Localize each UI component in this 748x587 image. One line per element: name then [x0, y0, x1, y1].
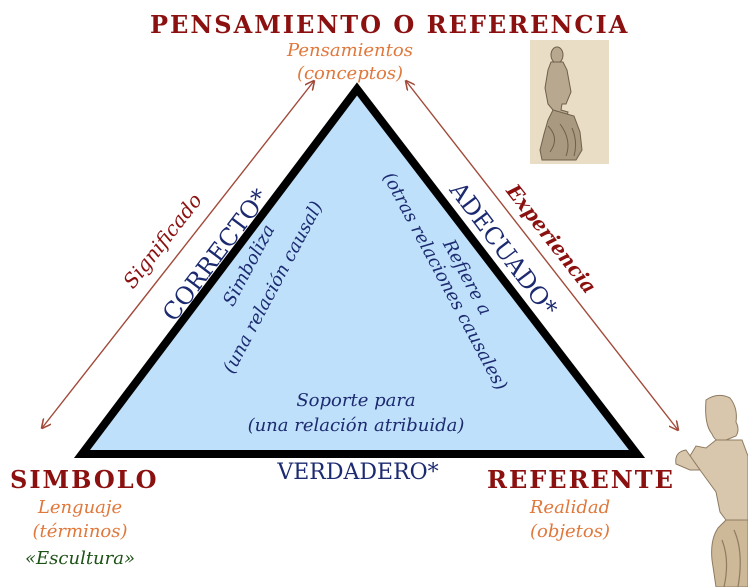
triangle [73, 82, 646, 458]
right-subtitle-2: (objetos) [530, 521, 610, 542]
left-double-arrow [42, 81, 314, 428]
left-subtitle-3: «Escultura» [25, 548, 135, 569]
top-subtitle-1: Pensamientos [287, 40, 413, 61]
right-double-arrow [406, 81, 678, 430]
top-subtitle-2: (conceptos) [296, 63, 404, 84]
venus-statue-photo [675, 394, 748, 587]
right-title: REFERENTE [487, 465, 675, 494]
left-title: SIMBOLO [10, 465, 159, 494]
left-subtitle-2: (términos) [32, 521, 128, 542]
inner-text-soporte: Soporte para [296, 390, 415, 411]
top-title: PENSAMIENTO O REFERENCIA [150, 10, 630, 39]
venus-statue-drawing [530, 40, 609, 164]
left-subtitle-1: Lenguaje [37, 497, 123, 518]
edge-label-verdadero: VERDADERO* [276, 460, 438, 485]
inner-text-relacion-atribuida: (una relación atribuida) [248, 415, 465, 436]
right-subtitle-1: Realidad [529, 497, 611, 518]
